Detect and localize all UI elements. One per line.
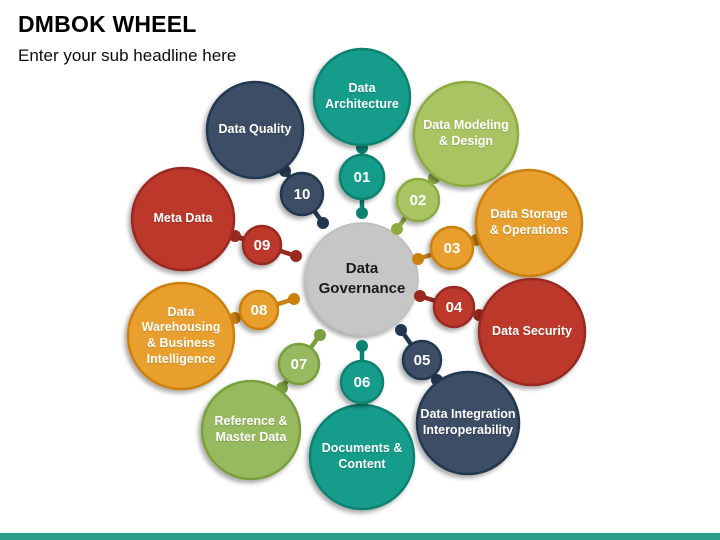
- topic-circle-documents-content: [308, 403, 416, 511]
- spoke-data-warehousing-bi: 08: [126, 281, 300, 391]
- number-circle-03: [429, 225, 475, 271]
- pin-ball: [391, 223, 403, 235]
- number-circle-07: [277, 342, 321, 386]
- topic-circle-data-architecture: [312, 47, 412, 147]
- spoke-data-modeling-design: 02: [391, 80, 520, 235]
- number-circle-02: [395, 177, 441, 223]
- topic-circle-data-security: [477, 277, 587, 387]
- bottom-accent-bar: [0, 533, 720, 540]
- number-circle-09: [241, 224, 283, 266]
- page-title: DMBOK WHEEL: [18, 11, 197, 37]
- pin-ball: [317, 217, 329, 229]
- number-label-01: 01: [354, 169, 371, 186]
- spoke-data-quality: 10: [205, 80, 329, 229]
- number-circle-08: [238, 289, 280, 331]
- spoke-data-integration-interoperability: 05: [395, 324, 521, 476]
- number-circle-05: [401, 339, 443, 381]
- center-circle: [305, 222, 419, 336]
- page-subtitle: Enter your sub headline here: [18, 46, 237, 65]
- topic-circle-data-quality: [205, 80, 305, 180]
- topic-circle-data-modeling-design: [412, 80, 520, 188]
- spoke-documents-content: 06: [308, 340, 416, 511]
- topic-circle-data-integration: [415, 370, 521, 476]
- pin-ball: [314, 329, 326, 341]
- number-label-02: 02: [410, 192, 427, 209]
- spoke-data-storage-operations: 03: [412, 168, 584, 278]
- number-label-05: 05: [414, 352, 431, 369]
- number-label-04: 04: [446, 299, 463, 316]
- number-label-07: 07: [291, 356, 308, 373]
- number-circle-06: [339, 359, 385, 405]
- number-label-09: 09: [254, 237, 271, 254]
- topic-circle-data-warehousing-bi: [126, 281, 236, 391]
- spoke-meta-data: 09: [130, 166, 302, 272]
- pin-ball: [356, 340, 368, 352]
- topic-circle-meta-data: [130, 166, 236, 272]
- spoke-reference-master-data: 07: [200, 329, 326, 481]
- number-label-06: 06: [354, 374, 371, 391]
- spoke-data-architecture: 01: [312, 47, 412, 219]
- topic-circle-data-storage-operations: [474, 168, 584, 278]
- number-label-08: 08: [251, 302, 268, 319]
- number-label-03: 03: [444, 240, 461, 257]
- pin-ball: [288, 293, 300, 305]
- number-circle-10: [279, 171, 325, 217]
- number-label-10: 10: [294, 186, 311, 203]
- pin-ball: [414, 290, 426, 302]
- number-circle-04: [432, 285, 476, 329]
- pin-ball: [290, 250, 302, 262]
- pin-ball: [356, 207, 368, 219]
- topic-circle-reference-master-data: [200, 379, 302, 481]
- number-circle-01: [338, 153, 386, 201]
- pin-ball: [412, 253, 424, 265]
- pin-ball: [395, 324, 407, 336]
- spoke-data-security: 04: [414, 277, 587, 387]
